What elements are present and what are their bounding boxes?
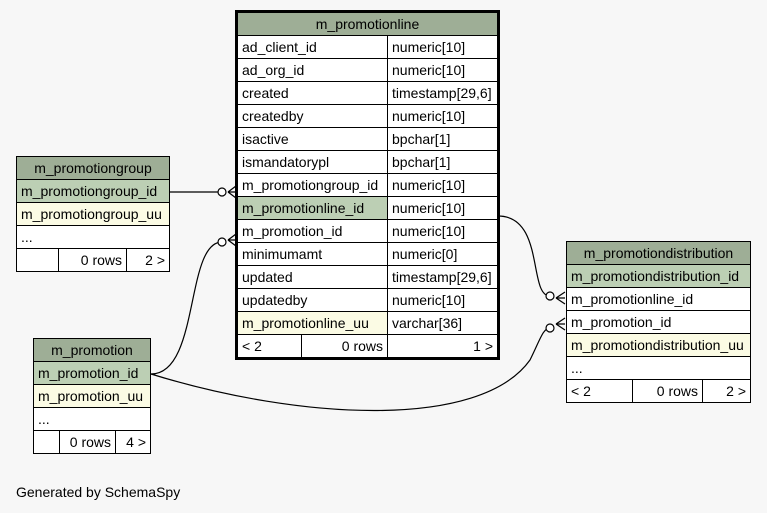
column-type: numeric[10] <box>387 104 498 128</box>
column-name: createdby <box>237 104 388 128</box>
children-link[interactable]: 1 > <box>387 334 498 358</box>
row-count: 0 rows <box>58 248 127 272</box>
relation-promotiongroup-crowfoot <box>227 185 237 199</box>
column-m-promotion-uu: m_promotion_uu <box>33 384 151 408</box>
row-count: 0 rows <box>632 379 703 403</box>
table-m-promotiondistribution[interactable]: m_promotiondistribution m_promotiondistr… <box>566 241 751 403</box>
column-name: isactive <box>237 127 388 151</box>
table-m-promotion[interactable]: m_promotion m_promotion_id m_promotion_u… <box>33 338 151 454</box>
more-columns: ... <box>16 225 170 249</box>
relation-promotion-line <box>150 241 223 375</box>
children-link[interactable]: 4 > <box>115 430 151 454</box>
column-name: ad_client_id <box>237 35 388 59</box>
column-m-promotionline-id: m_promotionline_id <box>566 287 751 311</box>
table-title[interactable]: m_promotion <box>33 338 151 362</box>
table-m-promotiongroup[interactable]: m_promotiongroup m_promotiongroup_id m_p… <box>16 156 170 272</box>
column-type: numeric[0] <box>387 242 498 266</box>
column-m-promotiongroup-id: m_promotiongroup_id <box>16 179 170 203</box>
column-type: numeric[10] <box>387 35 498 59</box>
column-type: numeric[10] <box>387 173 498 197</box>
generated-by-text: Generated by SchemaSpy <box>16 484 181 500</box>
row-count: 0 rows <box>301 334 388 358</box>
relation-promotion-distribution-line <box>150 327 551 412</box>
relation-promotionline-line <box>497 215 551 297</box>
relation-promotion-distribution-marker <box>545 323 555 333</box>
column-type: timestamp[29,6] <box>387 81 498 105</box>
relation-promotionline-crowfoot <box>555 291 566 305</box>
footer-empty <box>33 430 60 454</box>
column-m-promotion-id: m_promotion_id <box>566 310 751 334</box>
column-m-promotiondistribution-id: m_promotiondistribution_id <box>566 264 751 288</box>
column-name: m_promotionline_uu <box>237 311 388 335</box>
parents-link[interactable]: < 2 <box>237 334 302 358</box>
relation-promotion-crowfoot <box>227 233 237 247</box>
children-link[interactable]: 2 > <box>126 248 170 272</box>
relation-promotion-marker <box>217 237 227 247</box>
relation-promotion-distribution-crowfoot <box>555 317 566 331</box>
table-title[interactable]: m_promotionline <box>237 12 498 36</box>
more-columns: ... <box>566 356 751 380</box>
column-type: timestamp[29,6] <box>387 265 498 289</box>
footer-empty <box>16 248 59 272</box>
column-m-promotiongroup-uu: m_promotiongroup_uu <box>16 202 170 226</box>
parents-link[interactable]: < 2 <box>566 379 633 403</box>
column-type: bpchar[1] <box>387 150 498 174</box>
row-count: 0 rows <box>59 430 116 454</box>
relation-promotionline-marker <box>545 291 555 301</box>
column-name: created <box>237 81 388 105</box>
column-name: m_promotion_id <box>237 219 388 243</box>
column-name: ad_org_id <box>237 58 388 82</box>
column-type: numeric[10] <box>387 219 498 243</box>
column-m-promotiondistribution-uu: m_promotiondistribution_uu <box>566 333 751 357</box>
column-name: m_promotionline_id <box>237 196 388 220</box>
column-type: varchar[36] <box>387 311 498 335</box>
children-link[interactable]: 2 > <box>702 379 751 403</box>
column-type: numeric[10] <box>387 288 498 312</box>
column-type: bpchar[1] <box>387 127 498 151</box>
relation-promotiongroup-marker <box>217 187 227 197</box>
